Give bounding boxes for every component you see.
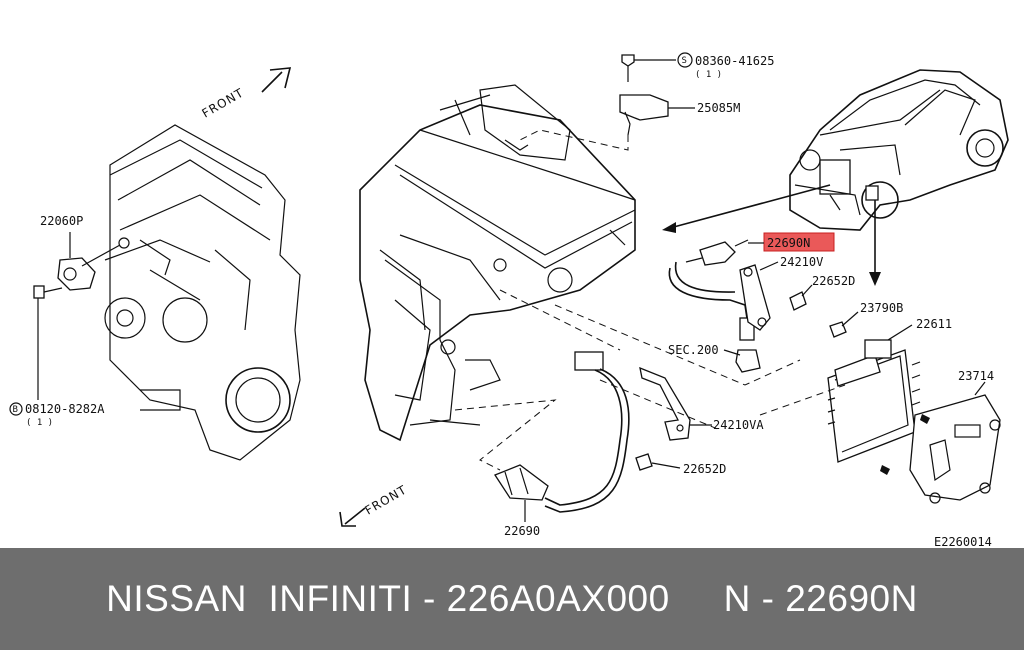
label-08360: 08360-41625 bbox=[695, 54, 774, 68]
label-bolt-S: S bbox=[682, 56, 687, 66]
ecu-assembly: 22611 23790B 23714 bbox=[759, 301, 1001, 504]
engine-center bbox=[359, 84, 636, 442]
ref-code: E2260014 bbox=[934, 535, 992, 548]
o2-sensor-22690N: 22690N bbox=[668, 232, 835, 373]
bracket-24210V: 24210V 22652D bbox=[739, 255, 855, 331]
sensor-25085M: S 08360-41625 ( 1 ) 25085M bbox=[519, 52, 774, 151]
diagram-canvas: 22060P B 08120-8282A ( 1 ) FRONT bbox=[9, 52, 1009, 548]
banner-part-number: N - 22690N bbox=[723, 578, 918, 619]
label-22690: 22690 bbox=[504, 524, 540, 538]
engine-block-side bbox=[104, 124, 301, 461]
front-arrow-bottom: FRONT bbox=[339, 482, 410, 527]
label-22611: 22611 bbox=[916, 317, 952, 331]
label-23790B: 23790B bbox=[860, 301, 903, 315]
o2-sensor-22690: 22690 bbox=[454, 351, 630, 538]
knock-sensor-22060P: 22060P bbox=[40, 214, 130, 291]
label-24210V: 24210V bbox=[780, 255, 823, 269]
label-08120-qty: ( 1 ) bbox=[26, 418, 53, 428]
part-number-banner: NISSAN INFINITI - 226A0AX000 N - 22690N bbox=[0, 548, 1024, 650]
label-bolt-B: B bbox=[13, 405, 18, 415]
highlight-22690N bbox=[763, 232, 835, 252]
car-illustration bbox=[662, 69, 1009, 286]
banner-spacer bbox=[670, 578, 724, 620]
label-24210VA: 24210VA bbox=[713, 418, 764, 432]
sec-200-ref: SEC.200 bbox=[499, 289, 801, 386]
label-front-top: FRONT bbox=[200, 85, 247, 120]
bracket-24210VA: 24210VA 22652D bbox=[599, 366, 764, 476]
label-22690N: 22690N bbox=[767, 236, 810, 250]
label-08360-qty: ( 1 ) bbox=[695, 70, 722, 80]
label-23714: 23714 bbox=[958, 369, 994, 383]
label-22652D-a: 22652D bbox=[812, 274, 855, 288]
label-sec200: SEC.200 bbox=[668, 343, 719, 357]
label-25085M: 25085M bbox=[697, 101, 740, 115]
banner-brand-part: NISSAN INFINITI - 226A0AX000 bbox=[106, 578, 670, 619]
bolt-08120: B 08120-8282A ( 1 ) bbox=[9, 285, 105, 428]
parts-diagram: 22060P B 08120-8282A ( 1 ) FRONT bbox=[9, 52, 1009, 548]
label-22060P: 22060P bbox=[40, 214, 83, 228]
label-08120: 08120-8282A bbox=[25, 402, 105, 416]
label-22652D-b: 22652D bbox=[683, 462, 726, 476]
label-front-bottom: FRONT bbox=[363, 482, 410, 517]
front-arrow-top: FRONT bbox=[200, 67, 292, 121]
